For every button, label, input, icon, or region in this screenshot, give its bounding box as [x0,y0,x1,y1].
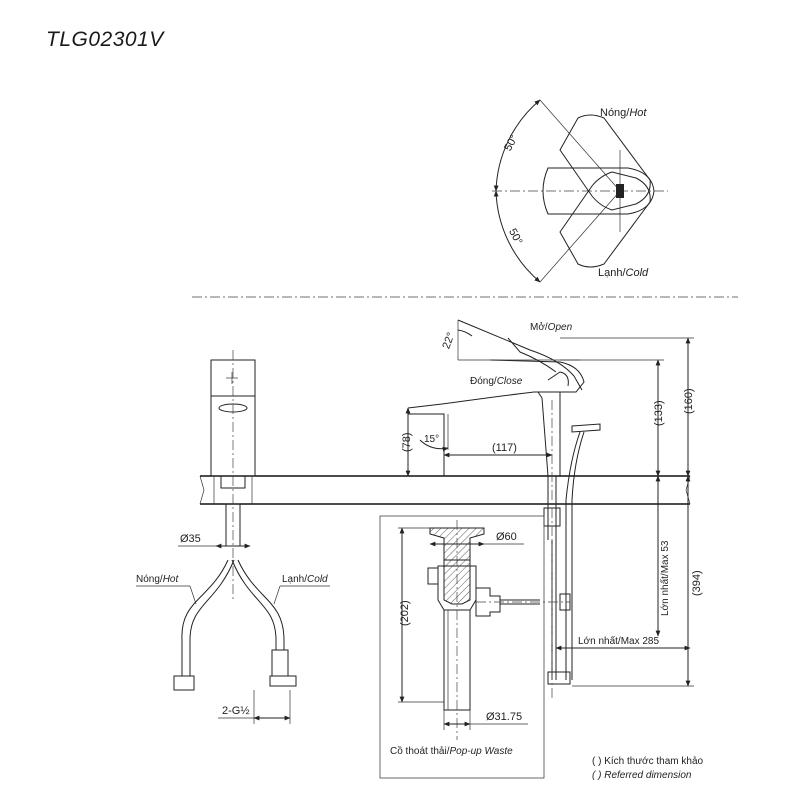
dim-spout-angle: 15° [424,434,439,445]
waste-frame [379,515,545,779]
top-view: 50° 50° Nóng/Hot Lạnh/Cold [492,99,668,283]
dim-hole-diameter: Ø35 [180,533,201,545]
front-view: Ø35 2-G½ Nóng/Hot Lạnh/Cold [136,350,330,724]
dim-spout-height: (78) [401,432,413,452]
open-label: Mở/Open [530,321,573,333]
model-number: TLG02301V [46,28,164,51]
side-spout [407,391,549,477]
angle-label-hot: 50° [502,133,520,153]
cold-nut [269,675,297,687]
angle-arc-hot [493,99,541,192]
close-label: Đóng/Close [470,376,523,387]
lever-closed [489,359,585,393]
dim-lever-angle: 22° [440,331,457,351]
dim-total-height: (160) [683,388,695,414]
dim-max-reach: Lớn nhất/Max 285 [578,635,659,647]
angle-label-cold: 50° [506,227,524,247]
dim-thread: 2-G½ [222,705,250,717]
dim-body-height: (133) [653,400,665,426]
legend-line-vi: ( ) Kích thước tham khảo [592,756,704,767]
handle-cold-position [559,171,651,268]
dim-flange-diameter: Ø60 [496,531,517,543]
hot-hose [181,559,229,676]
dim-waste-length: (202) [399,600,411,626]
cold-hose [231,559,277,650]
dim-max-thickness: Lớn nhất/Max 53 [659,540,671,616]
cold-label-front: Lạnh/Cold [282,574,328,585]
hot-nut [173,675,195,691]
cold-label-top: Lạnh/Cold [598,267,649,279]
dim-reach: (117) [492,442,517,454]
hot-label-front: Nóng/Hot [136,574,179,585]
dim-overall-length: (394) [691,570,703,596]
hot-label-top: Nóng/Hot [600,107,647,119]
side-view: 22° 15° (78) (117) (133) [401,319,703,700]
angle-arc-cold [493,190,541,283]
waste-view: (202) Ø60 Ø31.75 Cồ thoát thải/Pop-up Wa… [379,515,571,779]
waste-caption: Cồ thoát thải/Pop-up Waste [390,745,513,757]
legend: ( ) Kích thước tham khảo ( ) Referred di… [592,756,704,781]
dim-tail-diameter: Ø31.75 [486,711,522,723]
handle-hot-position [559,114,651,211]
handle-pivot [616,184,624,198]
legend-line-en: ( ) Referred dimension [592,770,692,781]
